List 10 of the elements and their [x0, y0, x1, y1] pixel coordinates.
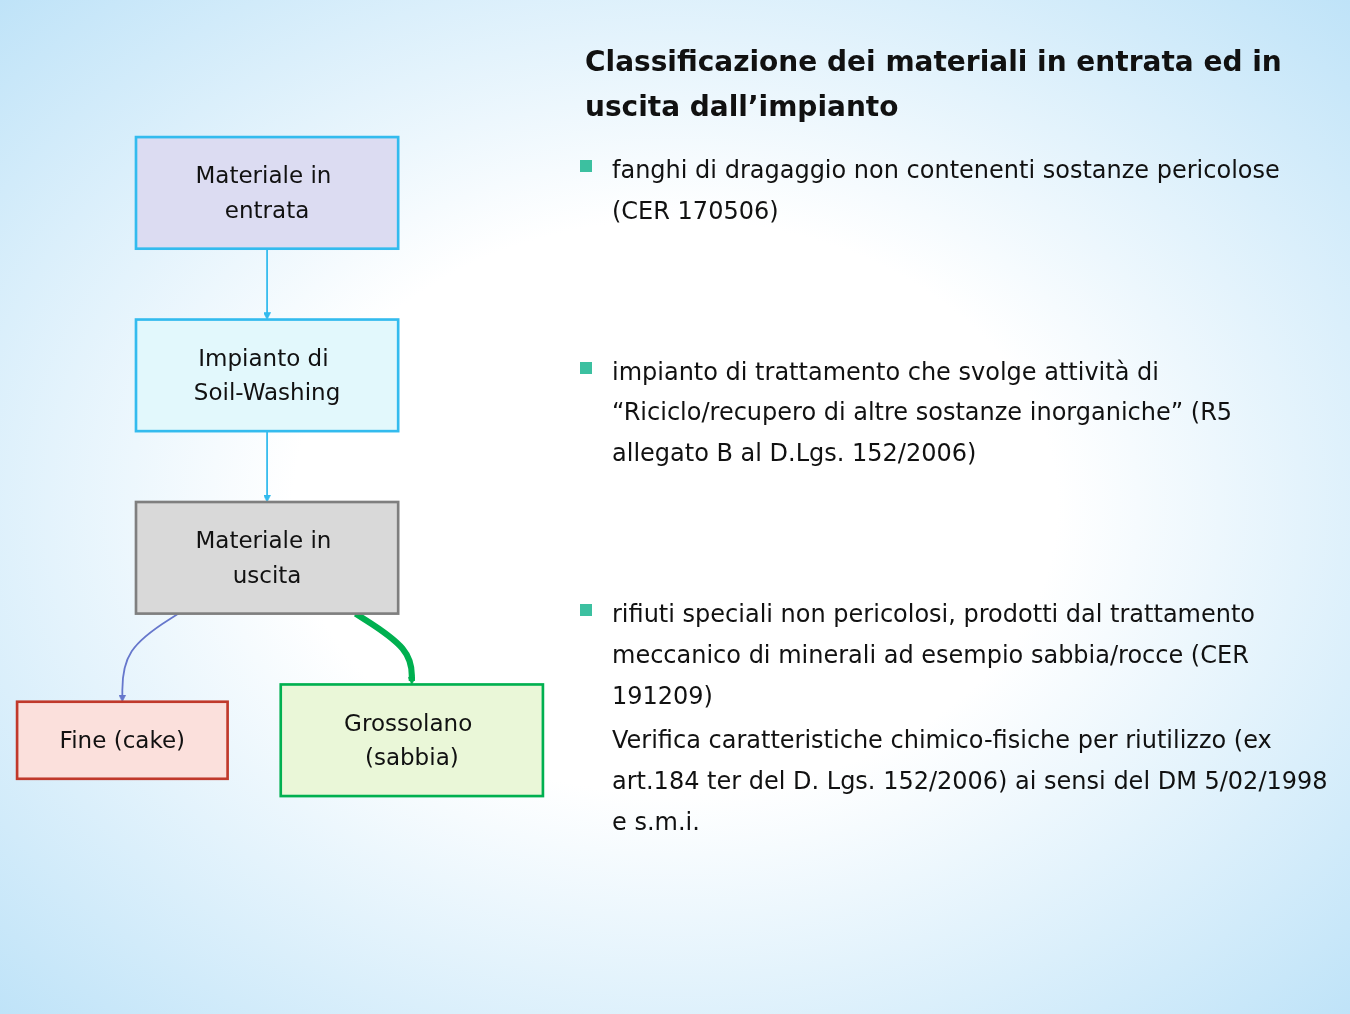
- node-box: Fine (cake): [15, 700, 229, 781]
- node-box: Grossolano (sabbia): [279, 683, 545, 798]
- node-box: Impianto di Soil-Washing: [134, 318, 400, 433]
- note-text: fanghi di dragaggio non contenenti sostanze pericolose (CER 170506): [612, 155, 1281, 227]
- title: Classificazione dei materiali in entrata ed in uscita dall’impianto: [585, 44, 1283, 125]
- note-text: Verifica caratteristiche chimico-fisiche per riutilizzo (ex art.184 ter del D. Lgs. 152/2006) ai sensi del DM 5/02/1998 e s.m.i.: [612, 725, 1329, 838]
- note-text: rifiuti speciali non pericolosi, prodotti dal trattamento meccanico di minerali ad esempio sabbia/rocce (CER 191209): [612, 599, 1257, 712]
- node-box: Materiale in entrata: [134, 135, 400, 250]
- node-box: Materiale in uscita: [134, 500, 400, 615]
- note-text: impianto di trattamento che svolge attività di “Riciclo/recupero di altre sostanze inorganiche” (R5 allegato B al D.Lgs. 152/2006): [612, 356, 1234, 470]
